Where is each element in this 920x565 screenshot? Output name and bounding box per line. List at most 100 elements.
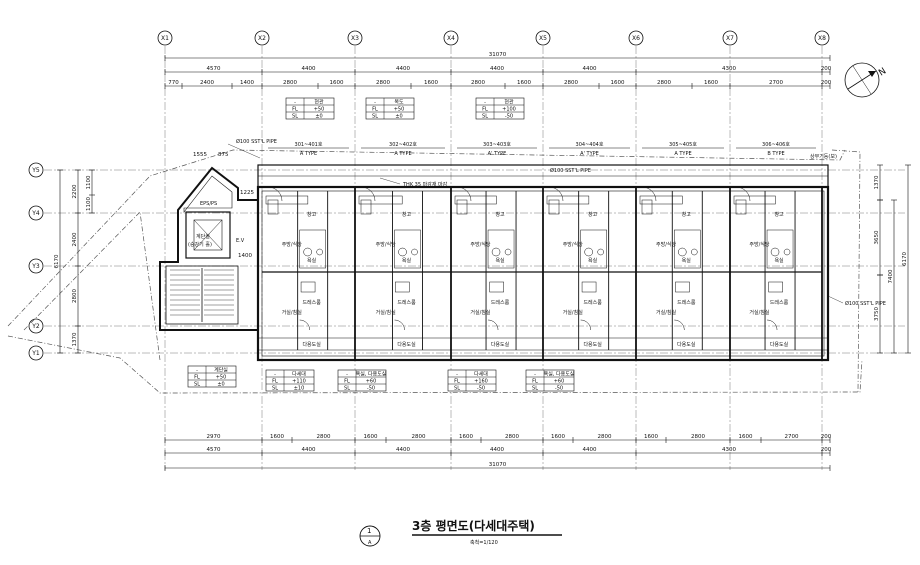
door-swing — [360, 186, 376, 202]
core-dim-2: 875 — [218, 152, 229, 158]
unit-room-label: 301~401호 — [295, 142, 323, 148]
level-table-bottom-frame — [187, 365, 237, 388]
north-arrow-icon: N — [844, 62, 888, 98]
core-dim-4: 1400 — [238, 253, 252, 259]
toilet-icon — [678, 247, 687, 257]
kitchen-counter — [454, 195, 497, 205]
level-table-top-sl: -50 — [505, 114, 513, 120]
level-table-top-fl: +50 — [394, 107, 405, 113]
unit-bath-box — [394, 229, 421, 269]
grid-bubble-x-label: X4 — [447, 35, 455, 42]
door-swing — [456, 186, 472, 202]
note-pipe-1: Ø100 SST'L PIPE — [236, 138, 277, 145]
sink-icon — [411, 248, 418, 256]
note-pipe-3: Ø100 SST'L PIPE — [845, 300, 886, 307]
grid-bubble-x — [254, 30, 270, 46]
dim-top-minor-label: 1600 — [330, 80, 344, 86]
room-label-living: 거실/침실 — [376, 309, 396, 316]
level-table-top-fl: +50 — [314, 107, 325, 113]
door-swing — [394, 319, 405, 331]
level-table-bottom-sl: -50 — [367, 386, 375, 392]
dim-top-major-label: 4300 — [722, 66, 736, 72]
room-label-bath: 욕실 — [774, 257, 784, 264]
grid-bubble-x — [535, 30, 551, 46]
dim-top-major-label: 4400 — [396, 66, 410, 72]
dim-bottom-minor-label: 2800 — [505, 434, 519, 440]
fridge-box — [641, 199, 653, 215]
room-label-bath: 욕실 — [682, 257, 692, 264]
svg-text:N: N — [877, 66, 888, 78]
level-table-bottom-fl-label: FL — [272, 379, 278, 385]
core-label-stair: 계단실 — [196, 233, 210, 240]
grid-bubble-x — [722, 30, 738, 46]
core-label-eps: EPS/PS — [200, 201, 217, 207]
dim-bottom-minor-label: 2800 — [691, 434, 705, 440]
grid-bubble-y — [28, 345, 44, 361]
title-number: 1 — [367, 527, 371, 535]
level-table-bottom-dash: - — [196, 368, 198, 374]
dim-right-total-label: 6170 — [902, 252, 908, 266]
level-table-bottom-fl-label: FL — [454, 379, 460, 385]
room-label-utility: 다용도실 — [491, 341, 510, 348]
door-swing — [548, 186, 564, 202]
grid-bubble-x-label: X5 — [539, 35, 547, 42]
room-label-utility: 다용도실 — [397, 341, 416, 348]
level-table-bottom-sl-label: SL — [272, 386, 278, 392]
dim-top-minor-label: 2700 — [769, 80, 783, 86]
dim-top-minor-label: 2800 — [657, 80, 671, 86]
level-table-top-frame — [365, 97, 415, 120]
grid-bubble-y-label: Y5 — [31, 167, 40, 174]
unit-room-label: 304~404호 — [576, 142, 604, 148]
kitchen-counter — [358, 195, 403, 205]
dim-top-minor-label: 770 — [168, 80, 179, 86]
dim-top-minor-label: 2800 — [564, 80, 578, 86]
door-swing — [267, 186, 283, 202]
furniture-box — [300, 281, 316, 293]
stair-core — [159, 166, 259, 331]
dim-bottom-major-label: 4300 — [722, 447, 736, 453]
stair-treads — [170, 268, 234, 322]
door-swing — [674, 319, 685, 331]
dim-top-minor-label: 1600 — [517, 80, 531, 86]
sink-icon — [316, 248, 323, 256]
level-table-top-head: 현관 — [504, 99, 514, 106]
dim-right-mid-label: 3650 — [874, 230, 880, 244]
room-label-dress: 드레스룸 — [491, 299, 510, 306]
dim-bottom-minor-label: 2800 — [317, 434, 331, 440]
dim-top-minor-label: 2800 — [283, 80, 297, 86]
grid-bubble-y — [28, 205, 44, 221]
dim-top-major-label: 200 — [821, 66, 832, 72]
level-table-top-sl-label: SL — [482, 114, 488, 120]
room-label-bath: 욕실 — [307, 257, 317, 264]
grid-bubble-x — [443, 30, 459, 46]
level-table-bottom-head: 욕실, 다용도실 — [356, 371, 387, 378]
dim-top-major-label: 4570 — [207, 66, 221, 72]
level-table-bottom-fl-label: FL — [194, 375, 200, 381]
furniture-box — [581, 281, 597, 293]
dim-bottom-minor-label: 2800 — [598, 434, 612, 440]
dim-bottom-major-label: 200 — [821, 447, 832, 453]
room-label-bath: 욕실 — [588, 257, 598, 264]
level-table-bottom-fl-label: FL — [532, 379, 538, 385]
level-table-top-fl-label: FL — [372, 107, 378, 113]
room-label-dress: 드레스룸 — [770, 299, 789, 306]
kitchen-counter — [546, 195, 590, 205]
toilet-icon — [770, 247, 780, 257]
level-table-bottom-head: 욕실, 다용도실 — [544, 371, 575, 378]
level-table-top-sl-label: SL — [372, 114, 378, 120]
furniture-box — [675, 281, 690, 293]
leader-pipe-1 — [227, 143, 261, 159]
room-label-utility: 다용도실 — [302, 341, 321, 348]
dim-top-major-label: 4400 — [583, 66, 597, 72]
level-table-bottom-dash: - — [274, 372, 276, 378]
room-label-dress: 드레스룸 — [677, 299, 696, 306]
